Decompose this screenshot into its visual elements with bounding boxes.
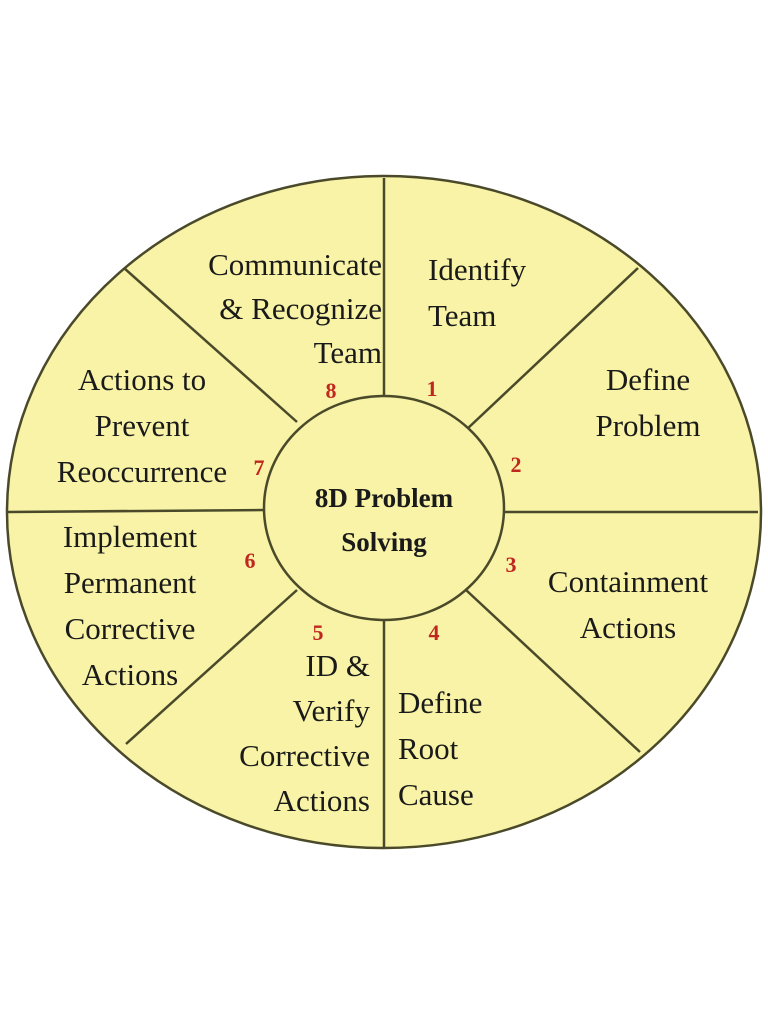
step-6-label-line-3: Corrective — [65, 611, 196, 646]
divider-line-4 — [465, 589, 641, 753]
step-7-label-line-1: Actions to — [78, 362, 206, 397]
step-number-7: 7 — [254, 455, 265, 480]
step-4-label-line-1: Define — [398, 685, 482, 720]
step-8-label-line-2: & Recognize — [219, 291, 382, 326]
step-5-label-line-3: Corrective — [239, 738, 370, 773]
step-number-4: 4 — [429, 620, 440, 645]
step-3-label-line-1: Containment — [548, 564, 709, 599]
divider-line-2 — [465, 267, 639, 431]
step-7-label-line-2: Prevent — [95, 408, 190, 443]
step-number-6: 6 — [245, 548, 256, 573]
step-2-label-line-1: Define — [606, 362, 690, 397]
step-2-label-line-2: Problem — [595, 408, 700, 443]
step-number-1: 1 — [427, 376, 438, 401]
divider-line-7 — [7, 508, 265, 514]
step-number-3: 3 — [506, 552, 517, 577]
center-circle — [262, 394, 506, 622]
step-6-label-line-4: Actions — [82, 657, 178, 692]
step-5-label-line-2: Verify — [293, 693, 371, 728]
step-4-label-line-2: Root — [398, 731, 459, 766]
segment-dividers — [7, 178, 758, 848]
step-4-label-line-3: Cause — [398, 777, 474, 812]
center-label-line-1: 8D Problem — [315, 483, 454, 513]
step-8-label-line-3: Team — [314, 335, 382, 370]
step-number-2: 2 — [511, 452, 522, 477]
step-7-label-line-3: Reoccurrence — [57, 454, 227, 489]
divider-line-6 — [125, 589, 298, 745]
step-1-label-line-2: Team — [428, 298, 496, 333]
step-6-label-line-1: Implement — [63, 519, 198, 554]
step-8-label-line-1: Communicate — [208, 247, 382, 282]
step-3-label-line-2: Actions — [580, 610, 676, 645]
step-1-label-line-1: Identify — [428, 252, 527, 287]
step-6-label-line-2: Permanent — [64, 565, 197, 600]
center-label-line-2: Solving — [341, 527, 427, 557]
step-numbers: 1 2 3 4 5 6 7 8 — [245, 376, 522, 645]
step-5-label-line-4: Actions — [274, 783, 370, 818]
step-number-5: 5 — [313, 620, 324, 645]
step-number-8: 8 — [326, 378, 337, 403]
divider-line-8 — [123, 267, 298, 423]
step-5-label-line-1: ID & — [305, 648, 370, 683]
